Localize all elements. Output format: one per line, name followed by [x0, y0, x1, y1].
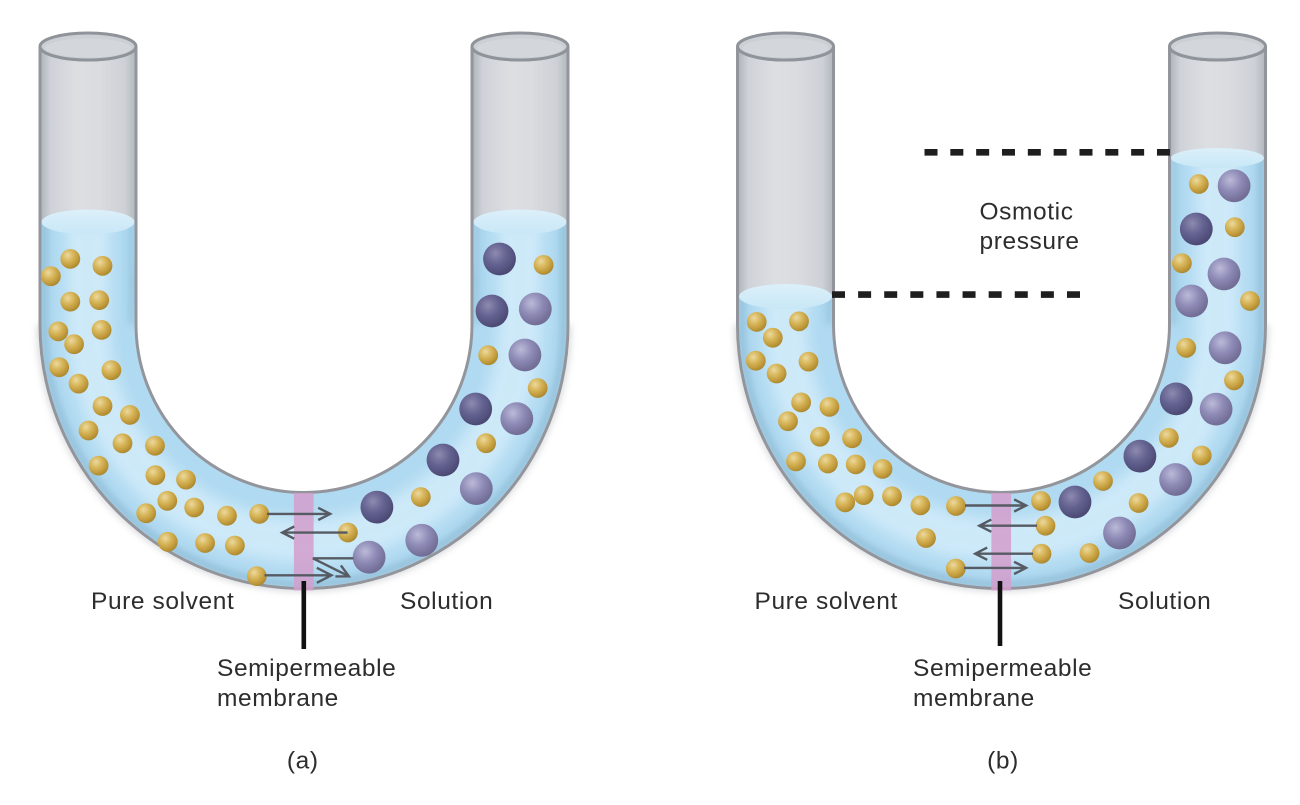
- svg-text:Pure solvent: Pure solvent: [755, 588, 898, 615]
- svg-text:Semipermeable: Semipermeable: [217, 655, 396, 682]
- svg-text:membrane: membrane: [217, 685, 339, 712]
- svg-text:membrane: membrane: [913, 685, 1035, 712]
- svg-text:Solution: Solution: [400, 588, 493, 615]
- svg-text:(a): (a): [287, 748, 319, 775]
- svg-text:Semipermeable: Semipermeable: [913, 655, 1092, 682]
- svg-text:Osmotic: Osmotic: [980, 198, 1074, 225]
- svg-text:Solution: Solution: [1118, 588, 1211, 615]
- svg-text:(b): (b): [987, 748, 1019, 775]
- svg-text:pressure: pressure: [980, 228, 1080, 255]
- svg-text:Pure solvent: Pure solvent: [91, 588, 234, 615]
